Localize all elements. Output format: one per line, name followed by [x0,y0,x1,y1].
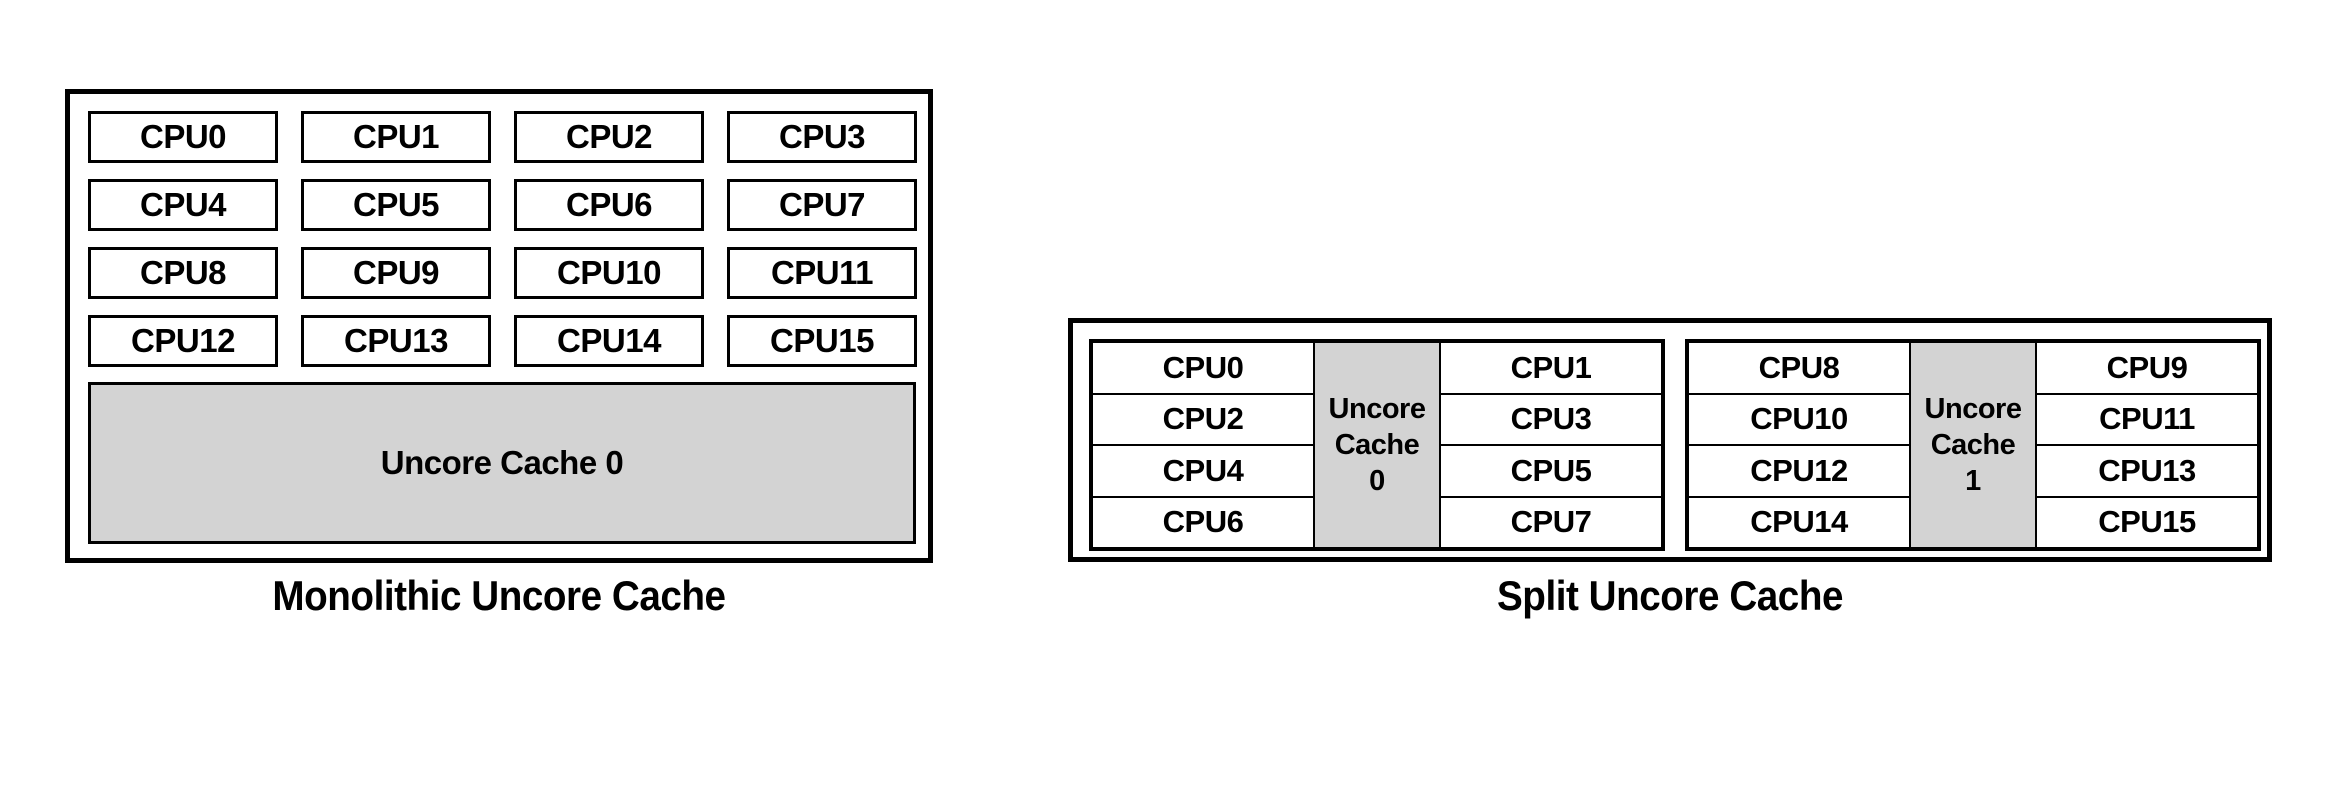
cpu-box: CPU10 [1687,392,1911,446]
uncore-cache-label-line1: Uncore [1328,392,1426,425]
cpu-box: CPU9 [2035,341,2259,395]
cpu-box: CPU0 [88,111,278,163]
cpu-box: CPU8 [1687,341,1911,395]
cpu-box: CPU6 [1091,495,1315,549]
cpu-label: CPU6 [565,186,653,223]
cpu-box: CPU5 [301,179,491,231]
cpu-label: CPU13 [2098,452,2196,488]
cpu-box: CPU3 [727,111,917,163]
cpu-box: CPU7 [727,179,917,231]
uncore-cache-label-line2: Cache [1334,428,1420,461]
cpu-box: CPU7 [1439,495,1663,549]
cpu-box: CPU3 [1439,392,1663,446]
cpu-box: CPU10 [514,247,704,299]
cpu-label: CPU6 [1162,504,1244,540]
cpu-box: CPU14 [514,315,704,367]
cpu-box: CPU2 [1091,392,1315,446]
cpu-label: CPU2 [565,118,653,155]
cpu-label: CPU9 [352,254,440,291]
cpu-box: CPU13 [2035,444,2259,498]
cpu-label: CPU5 [352,186,440,223]
cpu-label: CPU7 [1510,504,1592,540]
uncore-cache-label-line3: 0 [1369,465,1385,498]
split-caption: Split Uncore Cache [1496,572,1844,619]
cpu-box: CPU2 [514,111,704,163]
cpu-label: CPU14 [1750,504,1848,540]
cpu-box: CPU0 [1091,341,1315,395]
cpu-label: CPU0 [1162,349,1244,385]
cpu-label: CPU7 [778,186,866,223]
cpu-label: CPU4 [1162,452,1244,488]
cpu-label: CPU3 [1510,401,1592,437]
cpu-label: CPU8 [1758,349,1840,385]
uncore-cache-box: Uncore Cache 0 [88,382,916,544]
split-group-left-cpu-column: CPU0 CPU2 CPU4 CPU6 [1091,341,1315,549]
uncore-cache-label-line2: Cache [1930,428,2016,461]
split-group-left-cpu-column: CPU8 CPU10 CPU12 CPU14 [1687,341,1911,549]
cpu-label: CPU13 [344,322,448,359]
cpu-box: CPU9 [301,247,491,299]
uncore-cache-label-line1: Uncore [1924,392,2022,425]
cpu-box: CPU5 [1439,444,1663,498]
cpu-box: CPU1 [301,111,491,163]
cpu-label: CPU15 [2098,504,2196,540]
cpu-box: CPU15 [727,315,917,367]
monolithic-caption: Monolithic Uncore Cache [272,572,726,619]
cpu-label: CPU11 [2099,401,2195,437]
cpu-label: CPU3 [778,118,866,155]
cpu-label: CPU1 [1510,349,1592,385]
cpu-box: CPU15 [2035,495,2259,549]
cpu-box: CPU12 [88,315,278,367]
cpu-box: CPU4 [88,179,278,231]
cpu-box: CPU13 [301,315,491,367]
monolithic-cpu-grid: CPU0 CPU1 CPU2 CPU3 CPU4 CPU5 CPU6 CPU7 … [88,111,917,367]
cpu-label: CPU8 [139,254,227,291]
monolithic-uncore-cache-panel: CPU0 CPU1 CPU2 CPU3 CPU4 CPU5 CPU6 CPU7 … [65,89,933,563]
cpu-label: CPU15 [770,322,874,359]
cpu-label: CPU12 [1750,452,1848,488]
cpu-box: CPU11 [727,247,917,299]
cpu-box: CPU11 [2035,392,2259,446]
cpu-label: CPU11 [770,254,874,291]
cpu-box: CPU14 [1687,495,1911,549]
cpu-label: CPU10 [557,254,661,291]
cpu-label: CPU9 [2106,349,2188,385]
cpu-label: CPU14 [557,322,661,359]
split-group-right-cpu-column: CPU9 CPU11 CPU13 CPU15 [2035,341,2259,549]
split-group-right-cpu-column: CPU1 CPU3 CPU5 CPU7 [1439,341,1663,549]
cpu-box: CPU8 [88,247,278,299]
uncore-cache-label: Uncore Cache 0 [380,444,624,481]
cpu-label: CPU2 [1162,401,1244,437]
cpu-label: CPU12 [131,322,235,359]
cpu-label: CPU10 [1750,401,1848,437]
cpu-box: CPU6 [514,179,704,231]
cpu-label: CPU5 [1510,452,1592,488]
uncore-cache-label-line3: 1 [1965,465,1981,498]
cpu-box: CPU4 [1091,444,1315,498]
cpu-box: CPU12 [1687,444,1911,498]
cpu-label: CPU1 [352,118,440,155]
cpu-label: CPU4 [139,186,227,223]
cpu-box: CPU1 [1439,341,1663,395]
cpu-label: CPU0 [139,118,227,155]
